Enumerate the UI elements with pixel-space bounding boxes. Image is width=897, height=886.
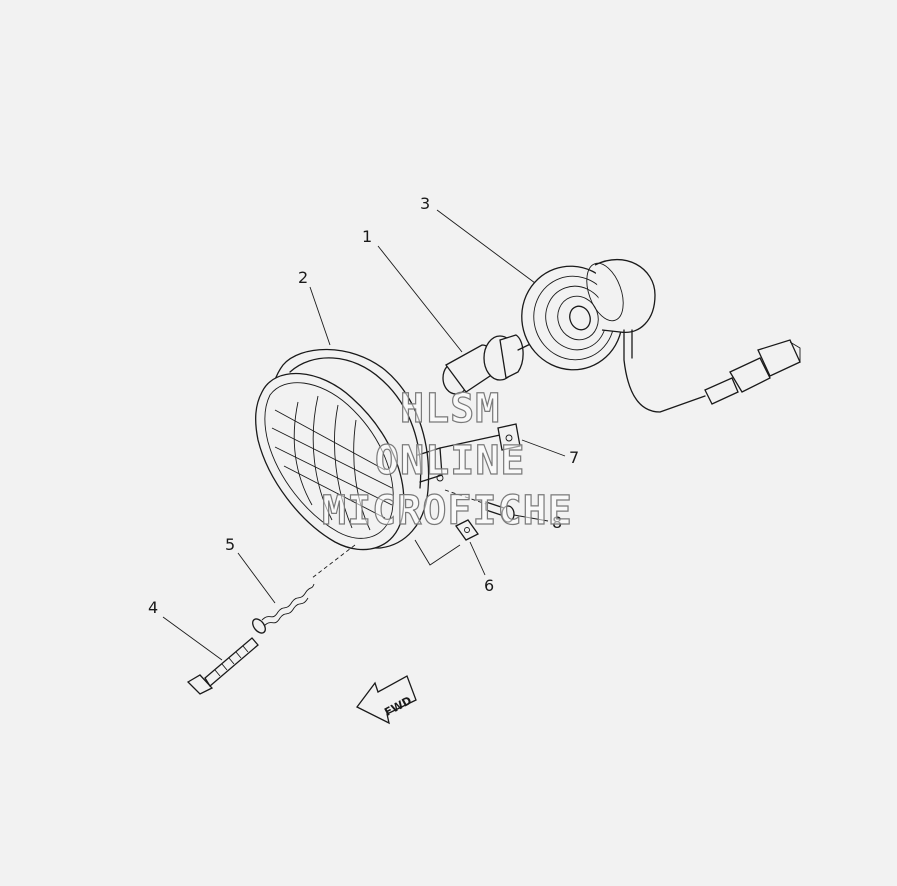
bolt bbox=[444, 489, 515, 523]
bracket bbox=[497, 423, 521, 451]
headlight-unit bbox=[255, 348, 501, 579]
forward-direction-arrow: FWD bbox=[356, 675, 417, 725]
callout-8: 8 bbox=[552, 513, 562, 532]
bulb bbox=[442, 319, 581, 395]
spring bbox=[252, 583, 315, 634]
callout-3: 3 bbox=[420, 194, 430, 213]
adjusting-screw bbox=[186, 637, 259, 695]
callout-2: 2 bbox=[298, 268, 308, 287]
watermark-line-2: ONLINE bbox=[374, 437, 526, 484]
callout-6: 6 bbox=[484, 576, 494, 595]
callout-4: 4 bbox=[148, 598, 158, 617]
bulb-socket bbox=[521, 259, 801, 413]
callout-1: 1 bbox=[362, 227, 372, 246]
nut bbox=[455, 519, 479, 541]
watermark-line-1: HLSM bbox=[399, 385, 501, 432]
callout-5: 5 bbox=[225, 535, 235, 554]
callout-numbers: 1 2 3 4 5 6 7 8 bbox=[148, 194, 579, 617]
leader-lines bbox=[162, 209, 566, 661]
callout-7: 7 bbox=[569, 448, 579, 467]
watermark-line-3: MICROFICHE bbox=[321, 487, 573, 534]
